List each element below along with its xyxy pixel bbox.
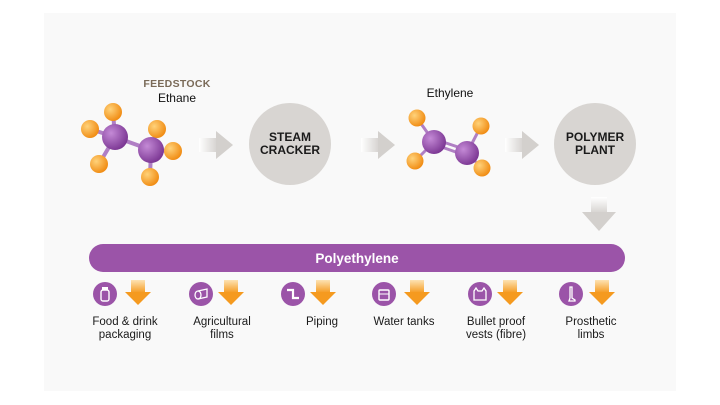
water-tank-icon (372, 282, 396, 306)
polymer-plant-circle: POLYMER PLANT (554, 103, 636, 185)
orange-down-arrow (404, 280, 430, 305)
flow-arrow-2 (361, 131, 395, 159)
pipe-icon (281, 282, 305, 306)
ethylene-hydrogen-atoms (406, 109, 491, 177)
ethylene-label: Ethylene (426, 86, 474, 100)
orange-down-arrow (589, 280, 615, 305)
flow-arrow-down (582, 197, 616, 231)
polyethylene-banner: Polyethylene (89, 244, 625, 272)
film-roll-icon (189, 282, 213, 306)
orange-down-arrow (310, 280, 336, 305)
application-label: Piping (306, 316, 338, 328)
ethane-hydrogen-atoms (81, 103, 182, 186)
orange-down-arrow (125, 280, 151, 305)
bottle-icon (93, 282, 117, 306)
application-label: Water tanks (373, 316, 435, 328)
orange-down-arrow (218, 280, 244, 305)
prosthetic-leg-icon (559, 282, 583, 306)
diagram-background (44, 13, 676, 391)
steam-cracker-line-2: CRACKER (260, 143, 320, 157)
polyethylene-label: Polyethylene (315, 250, 399, 266)
ethylene-carbon-atoms (422, 130, 479, 165)
feedstock-label: FEEDSTOCK (143, 78, 211, 90)
orange-down-arrow (497, 280, 523, 305)
polymer-plant-line-1: POLYMER (565, 130, 625, 144)
steam-cracker-circle: STEAM CRACKER (249, 103, 331, 185)
flow-arrow-3 (505, 131, 539, 159)
application-piping: Piping (272, 280, 372, 350)
steam-cracker-line-1: STEAM (269, 130, 311, 144)
ethane-label: Ethane (157, 91, 197, 105)
vest-icon (468, 282, 492, 306)
polymer-plant-line-2: PLANT (575, 143, 615, 157)
ethane-carbon-atoms (102, 124, 164, 163)
flow-arrow-1 (199, 131, 233, 159)
application-water-tanks: Water tanks (354, 280, 454, 350)
